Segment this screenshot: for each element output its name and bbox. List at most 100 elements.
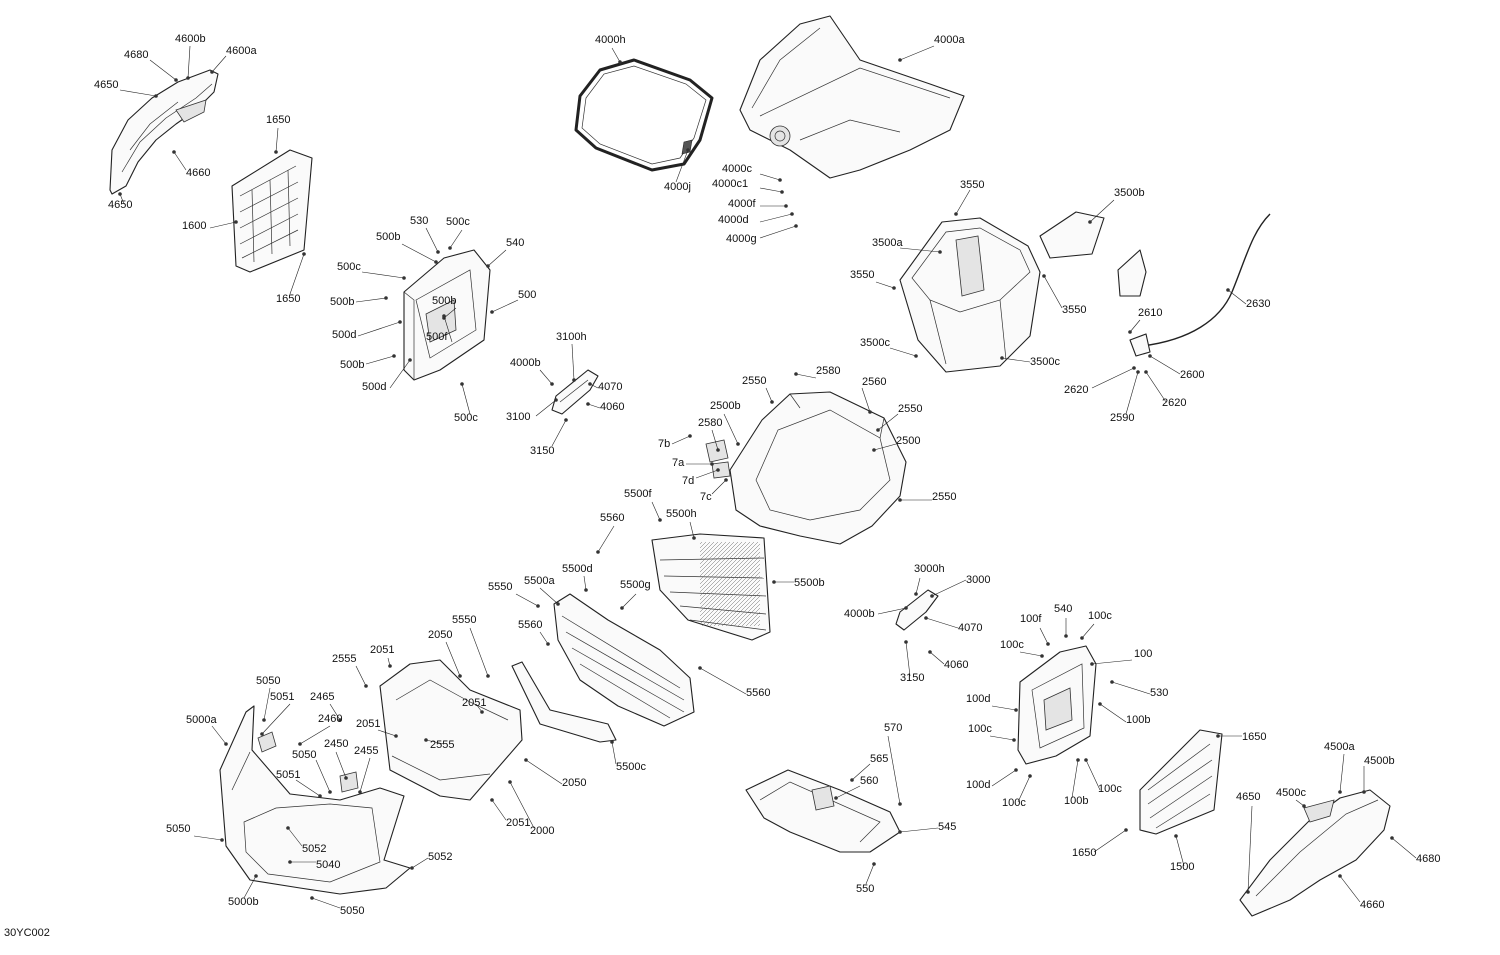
leader-line <box>1247 805 1253 893</box>
callout-label: 5052 <box>428 851 452 863</box>
fastener-mark <box>850 778 854 782</box>
grille-panel-1600 <box>231 149 313 273</box>
fastener-mark <box>928 650 932 654</box>
leader-line <box>989 735 1015 741</box>
leader-line <box>1093 829 1127 853</box>
fastener-mark <box>688 434 692 438</box>
callout-label: 2455 <box>354 745 378 757</box>
callout-label: 500 <box>518 289 536 301</box>
leader-line <box>295 779 321 797</box>
fastener-mark <box>318 794 322 798</box>
callout-label: 100d <box>966 779 990 791</box>
fastener-mark <box>1148 354 1152 358</box>
leader-line <box>899 827 939 833</box>
leader-line <box>329 703 341 721</box>
leader-line <box>173 151 187 171</box>
fastener-mark <box>1362 790 1366 794</box>
leader-line <box>695 469 719 479</box>
callout-label: 5050 <box>166 823 190 835</box>
fastener-mark <box>780 190 784 194</box>
fastener-mark <box>460 382 464 386</box>
cable-2630 <box>1129 213 1271 357</box>
callout-label: 500b <box>330 296 354 308</box>
leader-line <box>905 641 911 677</box>
fastener-mark <box>924 616 928 620</box>
bracket-frame-100 <box>1017 645 1097 765</box>
leader-line <box>1149 355 1181 375</box>
fastener-mark <box>508 780 512 784</box>
bracket-frame-500 <box>403 249 491 381</box>
fastener-mark <box>1246 890 1250 894</box>
fastener-mark <box>436 250 440 254</box>
fastener-mark <box>490 310 494 314</box>
callout-label: 2590 <box>1110 412 1134 424</box>
fastener-mark <box>1132 366 1136 370</box>
callout-label: 2500 <box>896 435 920 447</box>
fastener-mark <box>716 468 720 472</box>
callout-label: 500c <box>454 412 478 424</box>
callout-label: 3100h <box>556 331 587 343</box>
leader-line <box>583 575 587 591</box>
leader-line <box>611 47 621 63</box>
leader-line <box>365 355 395 365</box>
callout-label: 5500d <box>562 563 593 575</box>
callout-label: 5500b <box>794 577 825 589</box>
callout-label: 100 <box>1134 648 1152 660</box>
fastener-mark <box>1216 734 1220 738</box>
fastener-mark <box>692 536 696 540</box>
callout-label: 7c <box>700 491 712 503</box>
fastener-mark <box>794 224 798 228</box>
leader-line <box>1339 753 1345 793</box>
callout-label: 5560 <box>600 512 624 524</box>
callout-label: 500f <box>426 331 448 343</box>
callout-label: 7b <box>658 438 670 450</box>
fastener-mark <box>442 314 446 318</box>
fastener-mark <box>658 518 662 522</box>
fastener-mark <box>584 588 588 592</box>
fastener-mark <box>556 602 560 606</box>
fastener-mark <box>1128 330 1132 334</box>
leader-line <box>955 189 971 215</box>
callout-label: 550 <box>856 883 874 895</box>
callout-label: 5550 <box>488 581 512 593</box>
callout-label: 3100 <box>506 411 530 423</box>
fastener-mark <box>914 354 918 358</box>
callout-label: 100b <box>1126 714 1150 726</box>
fastener-mark <box>174 78 178 82</box>
fastener-mark <box>524 758 528 762</box>
side-panel-4600a <box>109 69 219 195</box>
leader-line <box>275 127 279 153</box>
leader-line <box>873 443 897 451</box>
callout-label: 3500a <box>872 237 903 249</box>
front-fascia-5000a <box>219 705 411 895</box>
callout-label: 4500c <box>1276 787 1306 799</box>
leader-line <box>289 253 305 295</box>
callout-label: 2550 <box>898 403 922 415</box>
fastener-mark <box>698 666 702 670</box>
callout-label: 4000f <box>728 198 756 210</box>
leader-line <box>491 299 519 313</box>
callout-label: 2050 <box>428 629 452 641</box>
fastener-mark <box>554 398 558 402</box>
leader-line <box>449 229 463 249</box>
callout-label: 4600b <box>175 33 206 45</box>
fastener-mark <box>220 838 224 842</box>
callout-label: 2620 <box>1064 384 1088 396</box>
callout-label: 4650 <box>1236 791 1260 803</box>
callout-label: 500c <box>337 261 361 273</box>
leader-line <box>361 271 405 279</box>
fastener-mark <box>610 740 614 744</box>
fastener-mark <box>118 192 122 196</box>
callout-label: 100f <box>1020 613 1042 625</box>
callout-label: 4070 <box>598 381 622 393</box>
leader-line <box>1019 651 1043 657</box>
leader-line <box>611 741 617 765</box>
leader-line <box>211 725 227 745</box>
leader-line <box>1071 759 1079 799</box>
leader-line <box>461 383 471 415</box>
callout-label: 2050 <box>562 777 586 789</box>
callout-label: 5050 <box>292 749 316 761</box>
callout-label: 2620 <box>1162 397 1186 409</box>
fastener-mark <box>234 220 238 224</box>
